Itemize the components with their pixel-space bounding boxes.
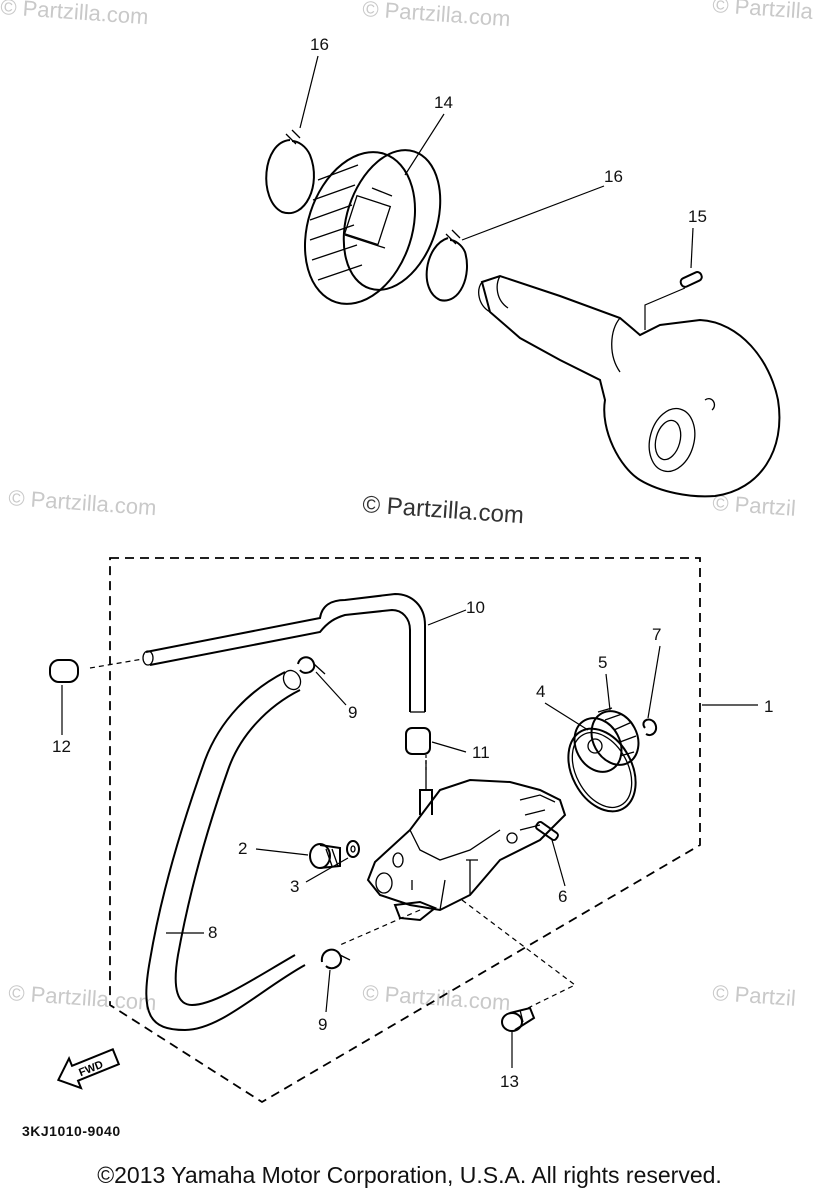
callout-9-bottom: 9 (318, 1015, 327, 1034)
diagram-code: 3KJ1010-9040 (22, 1123, 121, 1139)
washer-3 (346, 840, 360, 858)
watermark-top-center: © Partzilla.com (362, 0, 512, 31)
gear-5 (573, 707, 640, 773)
assembly-boundary (109, 557, 701, 1104)
pulley-14 (303, 149, 442, 305)
leader-15-pin (644, 287, 686, 330)
callout-1: 1 (764, 697, 773, 716)
watermark-mid-left: © Partzilla.com (8, 485, 158, 520)
pin-6 (535, 821, 559, 841)
leader-16a (299, 55, 319, 129)
leader-7 (647, 645, 661, 719)
circlip-16-right (425, 229, 468, 302)
leader-4 (544, 702, 589, 731)
callout-11: 11 (472, 743, 490, 762)
tube-11 (405, 727, 431, 755)
leader-5 (605, 673, 611, 711)
pin-15 (679, 271, 703, 288)
collar-12 (49, 658, 144, 683)
watermark-bottom-right: © Partzil (712, 980, 797, 1011)
callout-10: 10 (466, 598, 485, 617)
watermarks: © Partzilla.com © Partzilla.com © Partzi… (0, 0, 814, 1015)
clip-9-top (297, 656, 326, 675)
leader-6 (551, 839, 566, 887)
leader-9a (315, 671, 347, 706)
callout-2: 2 (238, 839, 247, 858)
copyright-notice: ©2013 Yamaha Motor Corporation, U.S.A. A… (97, 1162, 722, 1188)
watermark-mid-center: © Partzilla.com (362, 491, 525, 529)
circlip-16-left (265, 129, 315, 215)
watermark-top-right: © Partzilla (712, 0, 815, 24)
upper-callouts: 16 14 16 15 (299, 35, 707, 330)
leader-10 (427, 609, 467, 626)
watermark-mid-right: © Partzil (712, 490, 797, 521)
callout-5: 5 (598, 653, 607, 672)
callout-12: 12 (52, 737, 71, 756)
leader-14 (404, 113, 445, 176)
callout-15: 15 (688, 207, 707, 226)
callout-3: 3 (290, 877, 299, 896)
leader-16b (461, 185, 605, 241)
callout-7: 7 (652, 625, 661, 644)
assembly-lines (339, 755, 577, 1009)
watermark-top-left: © Partzilla.com (0, 0, 149, 29)
callout-6: 6 (558, 887, 567, 906)
callout-9-top: 9 (348, 703, 357, 722)
callout-8: 8 (208, 923, 217, 942)
pipe-10 (142, 592, 426, 713)
callout-4: 4 (536, 682, 545, 701)
screw-13 (501, 1006, 536, 1032)
fwd-arrow: FWD (56, 1048, 121, 1090)
callout-16a: 16 (310, 35, 329, 54)
leader-11 (431, 741, 467, 753)
o-ring-4 (567, 727, 637, 813)
leader-9b (325, 969, 331, 1013)
hose-8 (145, 669, 306, 1032)
oil-pump-body (366, 760, 567, 922)
clip-9-bottom (320, 948, 351, 970)
watermark-bottom-center: © Partzilla.com (362, 980, 512, 1015)
leader-2 (255, 848, 309, 856)
callout-16b: 16 (604, 167, 623, 186)
lower-callouts: 10 9 12 11 4 5 7 1 2 3 6 8 9 13 (52, 598, 773, 1091)
bolt-2 (309, 843, 341, 869)
callout-14: 14 (434, 93, 453, 112)
crankshaft-assembly (478, 274, 781, 498)
watermark-bottom-left: © Partzilla.com (8, 980, 158, 1015)
callout-13: 13 (500, 1072, 519, 1091)
leader-15 (690, 227, 694, 269)
leader-3 (305, 857, 349, 883)
clip-7 (642, 718, 658, 736)
